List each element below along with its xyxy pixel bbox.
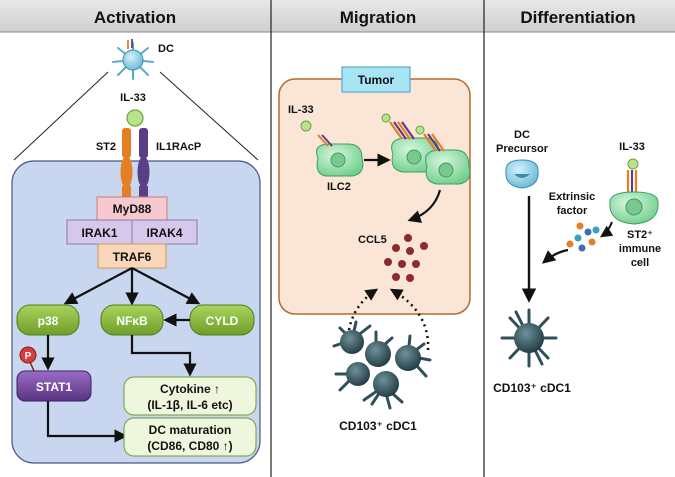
header-bar (0, 0, 675, 32)
cytokine-line1: Cytokine ↑ (160, 382, 220, 396)
precursor-line2: Precursor (496, 143, 549, 155)
il1racp-label: IL1RAcP (156, 141, 201, 153)
arrow-st2cell-factor (600, 221, 614, 238)
dotted-arrow-right (389, 288, 430, 351)
cdc1-label-migration: CD103⁺ cDC1 (339, 419, 417, 433)
arrow-nfkb-cytokine (130, 335, 197, 377)
dc-precursor-cell (505, 159, 539, 189)
cytokine-box (123, 376, 257, 416)
arrow-stat1-dcmaturation (46, 401, 128, 443)
arrow-factor-differentiation (541, 248, 569, 264)
cdc1-differentiated (500, 308, 558, 368)
header-migration: Migration (340, 8, 417, 27)
stat1-node (16, 370, 92, 402)
ilc2-cell (300, 120, 364, 177)
dc-label: DC (158, 43, 174, 55)
irak1-label: IRAK1 (81, 226, 117, 240)
irak4-label: IRAK4 (146, 226, 182, 240)
header-differentiation: Differentiation (520, 8, 635, 27)
cytokine-line2: (IL-1β, IL-6 etc) (147, 398, 232, 412)
st2-receptor (120, 128, 133, 198)
st2-label: ST2 (96, 141, 116, 153)
header-activation: Activation (94, 8, 176, 27)
phospho-label: P (25, 351, 32, 362)
cdc1-cluster (332, 320, 432, 410)
ccl5-label: CCL5 (358, 234, 387, 246)
il33-label-activation: IL-33 (120, 92, 146, 104)
zoom-line-right (159, 71, 259, 161)
cyld-label: CYLD (206, 314, 239, 328)
il1racp-receptor (137, 128, 150, 198)
nfkb-label: NFκB (116, 314, 148, 328)
il33-ligand (126, 109, 144, 127)
zoom-line-left (13, 71, 109, 161)
st2-immune-cell (609, 158, 659, 225)
dc-cell-icon (112, 39, 154, 80)
tumor-tag (341, 66, 411, 93)
dcmat-line1: DC maturation (149, 423, 232, 437)
tumor-label: Tumor (358, 73, 395, 87)
st2-line3: cell (631, 257, 649, 269)
traf6-box (97, 243, 167, 269)
arrow-ilc2-ccl5 (407, 189, 442, 223)
activated-ilc2-cells (381, 113, 471, 185)
myd88-label: MyD88 (113, 202, 152, 216)
traf6-label: TRAF6 (113, 250, 152, 264)
irak1-box (66, 219, 133, 245)
extrinsic-factor-molecules (566, 222, 600, 252)
irak4-box (131, 219, 198, 245)
extrinsic-line1: Extrinsic (549, 191, 595, 203)
phospho-badge (19, 346, 37, 364)
st2-line1: ST2⁺ (627, 229, 653, 241)
dcmat-line2: (CD86, CD80 ↑) (147, 439, 232, 453)
st2-line2: immune (619, 243, 661, 255)
extrinsic-line2: factor (557, 205, 588, 217)
arrow-traf6-cyld (131, 267, 201, 305)
ilc2-label: ILC2 (327, 181, 351, 193)
arrow-traf6-p38 (63, 267, 133, 305)
il33-label-migration: IL-33 (288, 104, 314, 116)
cdc1-label-differentiation: CD103⁺ cDC1 (493, 381, 571, 395)
dcmaturation-box (123, 417, 257, 457)
ccl5-molecules (384, 234, 428, 282)
p38-label: p38 (38, 314, 59, 328)
il33-label-differentiation: IL-33 (619, 141, 645, 153)
stat1-label: STAT1 (36, 380, 73, 394)
precursor-line1: DC (514, 129, 530, 141)
